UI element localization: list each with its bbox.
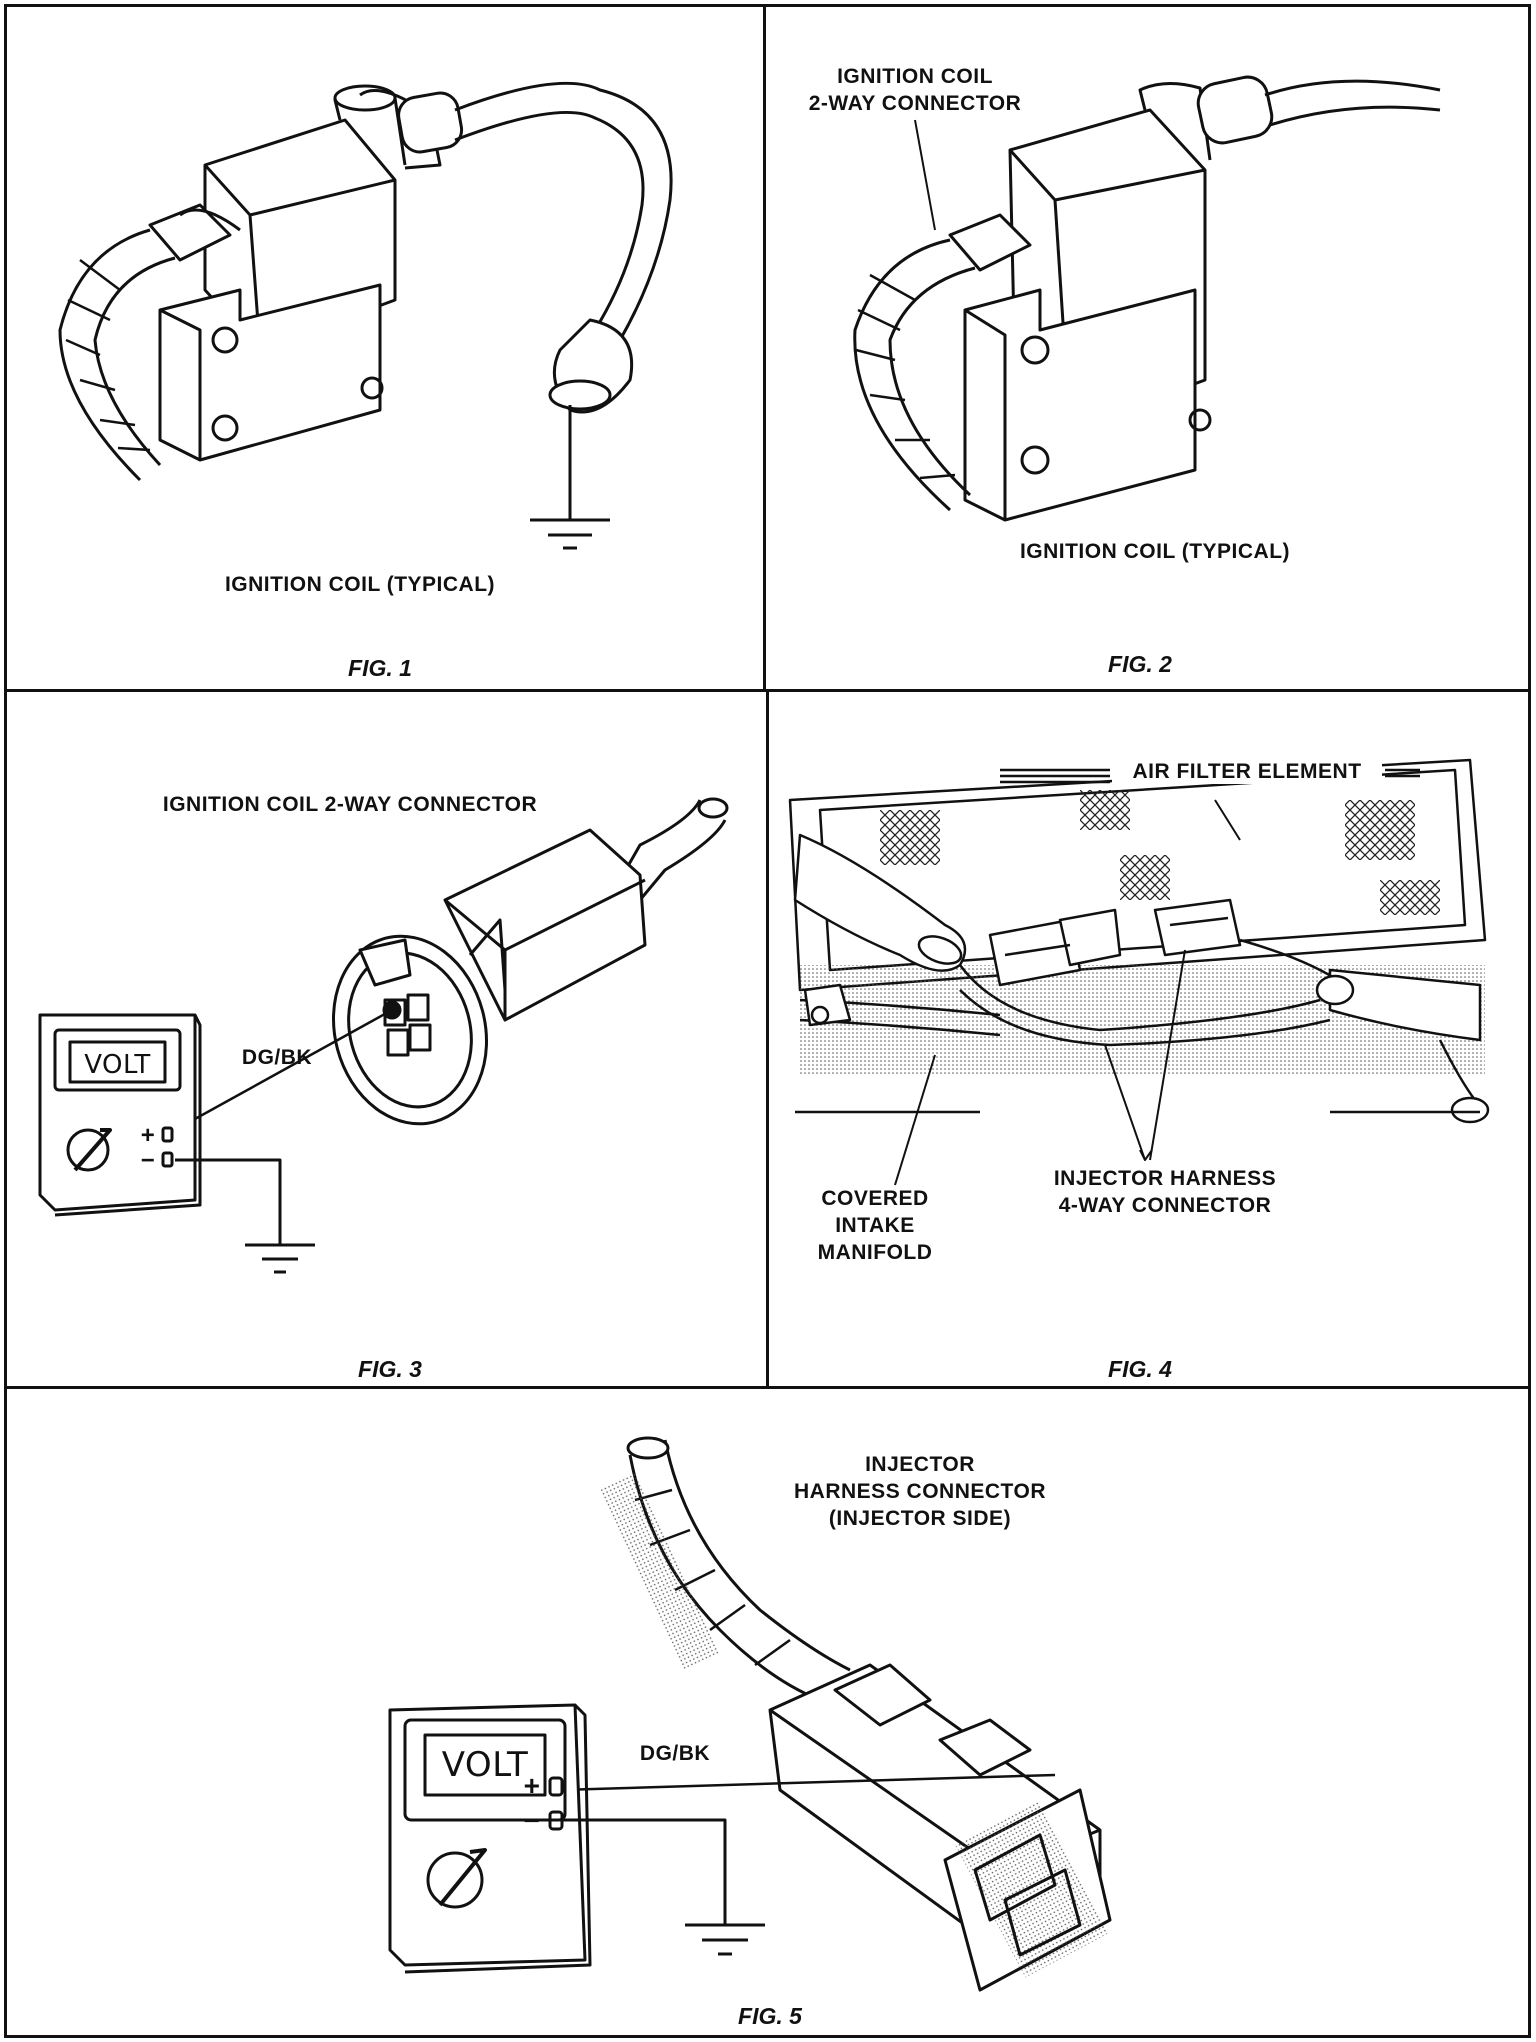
- fig2-callout-line2: 2-WAY CONNECTOR: [808, 92, 1022, 115]
- fig1-ignition-coil-drawing: [58, 81, 673, 550]
- fig1-label: FIG. 1: [348, 655, 412, 681]
- fig2-caption: IGNITION COIL (TYPICAL): [1019, 540, 1291, 563]
- panel-fig5-frame: [4, 1386, 1531, 2038]
- fig4-harness-line1: INJECTOR HARNESS: [1053, 1167, 1277, 1190]
- fig4-harness-label: INJECTOR HARNESS 4-WAY CONNECTOR: [1040, 1165, 1290, 1219]
- fig3-label: FIG. 3: [358, 1356, 422, 1382]
- fig5-title-line2: HARNESS CONNECTOR: [794, 1480, 1046, 1503]
- fig3-title: IGNITION COIL 2-WAY CONNECTOR: [162, 793, 538, 816]
- fig5-title-line3: (INJECTOR SIDE): [828, 1507, 1012, 1530]
- fig2-label: FIG. 2: [1108, 651, 1172, 677]
- fig4-manifold-line1: COVERED: [821, 1187, 929, 1210]
- fig2-callout: IGNITION COIL 2-WAY CONNECTOR: [785, 63, 1045, 117]
- fig2-callout-line1: IGNITION COIL: [837, 65, 993, 88]
- fig3-plus-terminal: +: [140, 1122, 156, 1149]
- fig3-connector-drawing: [38, 797, 729, 1274]
- fig5-label: FIG. 5: [738, 2003, 802, 2029]
- fig5-plus-terminal: +: [523, 1770, 541, 1801]
- fig4-engine-bay-drawing: [788, 758, 1490, 1186]
- fig4-manifold-line2: INTAKE: [835, 1214, 915, 1237]
- fig4-manifold-label: COVERED INTAKE MANIFOLD: [800, 1185, 950, 1266]
- fig4-air-filter-label: AIR FILTER ELEMENT: [1112, 760, 1382, 784]
- fig5-title-line1: INJECTOR: [865, 1453, 975, 1476]
- fig4-harness-line2: 4-WAY CONNECTOR: [1058, 1194, 1272, 1217]
- fig5-connector-drawing: [388, 1436, 1112, 1992]
- fig5-minus-terminal: −: [523, 1805, 541, 1836]
- fig4-manifold-line3: MANIFOLD: [817, 1241, 933, 1264]
- fig4-label: FIG. 4: [1108, 1356, 1172, 1382]
- fig3-minus-terminal: −: [140, 1147, 156, 1174]
- fig3-meter-readout: VOLT: [84, 1050, 151, 1080]
- fig5-meter-readout: VOLT: [441, 1745, 529, 1785]
- fig3-wire-label: DG/BK: [241, 1046, 313, 1069]
- fig1-caption: IGNITION COIL (TYPICAL): [224, 573, 496, 596]
- fig2-ignition-coil-drawing: [853, 75, 1441, 522]
- fig5-wire-label: DG/BK: [639, 1742, 711, 1765]
- fig5-title: INJECTOR HARNESS CONNECTOR (INJECTOR SID…: [760, 1451, 1080, 1532]
